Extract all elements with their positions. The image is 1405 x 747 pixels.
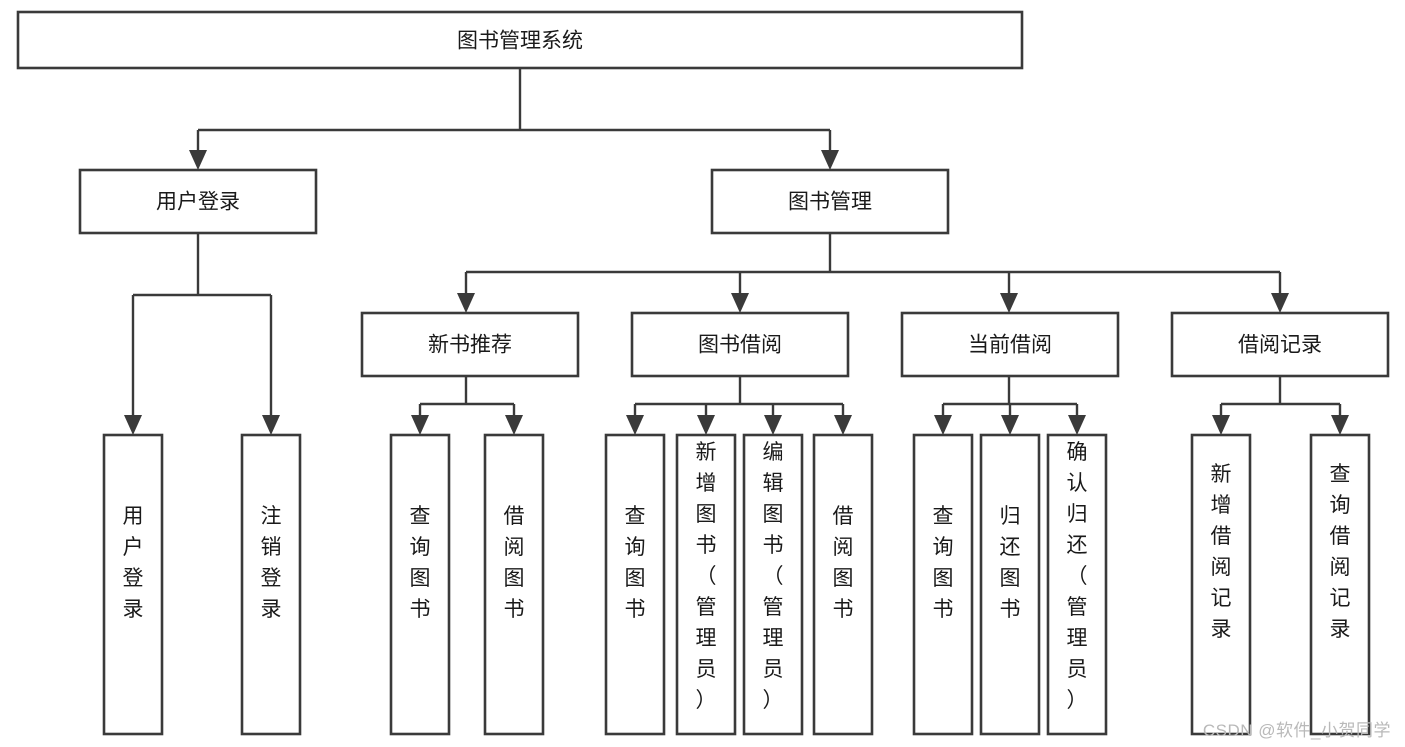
connector-layer	[124, 68, 1349, 435]
node-book-management-box[interactable]	[710, 168, 950, 235]
node-book-management-label: 图书管理	[788, 191, 872, 214]
leaf-book-borrow-action-label: 借阅图书	[833, 505, 854, 621]
node-book-management[interactable]: 图书管理	[710, 168, 950, 235]
leaf-add-borrow-record[interactable]: 新增借阅记录	[1190, 433, 1252, 736]
arrow-current-borrow-leaf-2	[1001, 415, 1019, 435]
node-book-borrow-label: 图书借阅	[698, 334, 782, 357]
node-book-borrow-box[interactable]	[630, 311, 850, 378]
leaf-return-book[interactable]: 归还图书	[979, 433, 1041, 736]
leaf-book-borrow-action[interactable]: 借阅图书	[812, 433, 874, 736]
node-user-login-label: 用户登录	[156, 191, 240, 214]
node-borrow-record[interactable]: 借阅记录	[1170, 311, 1390, 378]
node-borrow-record-label: 借阅记录	[1238, 334, 1322, 357]
leaf-book-edit-admin[interactable]: 编辑图书（管理员）	[742, 433, 804, 736]
arrow-book-borrow-leaf-3	[764, 415, 782, 435]
node-new-book-recommend[interactable]: 新书推荐	[360, 311, 580, 378]
leaf-book-add-admin[interactable]: 新增图书（管理员）	[675, 433, 737, 736]
node-new-book-recommend-label: 新书推荐	[428, 334, 512, 357]
leaf-return-book-label: 归还图书	[1000, 505, 1021, 621]
arrow-to-book-borrow	[731, 293, 749, 313]
leaf-book-borrow-query[interactable]: 查询图书	[604, 433, 666, 736]
leaf-user-login-1-label: 用户登录	[123, 505, 144, 621]
leaf-book-borrow-query-box[interactable]	[604, 433, 666, 736]
node-new-book-recommend-box[interactable]	[360, 311, 580, 378]
arrow-current-borrow-leaf-1	[934, 415, 952, 435]
leaf-confirm-return-admin-label: 确认归还（管理员）	[1067, 441, 1088, 712]
arrow-user-login-leaf-1	[124, 415, 142, 435]
leaf-new-book-borrow-label: 借阅图书	[504, 505, 525, 621]
leaf-book-edit-admin-box[interactable]	[742, 433, 804, 736]
node-current-borrow[interactable]: 当前借阅	[900, 311, 1120, 378]
node-root-box[interactable]	[16, 10, 1024, 70]
leaf-new-book-borrow-box[interactable]	[483, 433, 545, 736]
leaf-new-book-query[interactable]: 查询图书	[389, 433, 451, 736]
node-current-borrow-label: 当前借阅	[968, 334, 1052, 357]
arrow-book-borrow-leaf-2	[697, 415, 715, 435]
arrow-current-borrow-leaf-3	[1068, 415, 1086, 435]
leaf-return-book-box[interactable]	[979, 433, 1041, 736]
leaf-add-borrow-record-box[interactable]	[1190, 433, 1252, 736]
arrow-book-borrow-leaf-1	[626, 415, 644, 435]
leaf-add-borrow-record-label: 新增借阅记录	[1211, 463, 1232, 641]
arrow-to-user-login	[189, 150, 207, 170]
leaf-user-login-1-box[interactable]	[102, 433, 164, 736]
leaf-query-borrow-record[interactable]: 查询借阅记录	[1309, 433, 1371, 736]
arrow-user-login-leaf-2	[262, 415, 280, 435]
leaf-book-edit-admin-label: 编辑图书（管理员）	[763, 441, 784, 712]
leaf-book-borrow-query-label: 查询图书	[625, 505, 646, 621]
arrow-new-book-leaf-1	[411, 415, 429, 435]
arrow-borrow-record-leaf-2	[1331, 415, 1349, 435]
leaf-new-book-borrow[interactable]: 借阅图书	[483, 433, 545, 736]
arrow-borrow-record-leaf-1	[1212, 415, 1230, 435]
leaf-user-login-1[interactable]: 用户登录	[102, 433, 164, 736]
leaf-book-borrow-action-box[interactable]	[812, 433, 874, 736]
node-current-borrow-box[interactable]	[900, 311, 1120, 378]
node-borrow-record-box[interactable]	[1170, 311, 1390, 378]
leaf-confirm-return-admin[interactable]: 确认归还（管理员）	[1046, 433, 1108, 736]
leaf-user-logout-box[interactable]	[240, 433, 302, 736]
watermark: CSDN @软件_小贺同学	[1202, 721, 1391, 740]
leaf-new-book-query-box[interactable]	[389, 433, 451, 736]
node-book-borrow[interactable]: 图书借阅	[630, 311, 850, 378]
leaf-query-borrow-record-box[interactable]	[1309, 433, 1371, 736]
arrow-to-book-mgmt	[821, 150, 839, 170]
leaf-query-borrow-record-label: 查询借阅记录	[1330, 463, 1351, 641]
arrow-to-new-book	[457, 293, 475, 313]
node-user-login-box[interactable]	[78, 168, 318, 235]
leaf-current-query-box[interactable]	[912, 433, 974, 736]
arrow-book-borrow-leaf-4	[834, 415, 852, 435]
leaf-book-add-admin-box[interactable]	[675, 433, 737, 736]
node-root[interactable]: 图书管理系统	[16, 10, 1024, 70]
leaf-book-add-admin-label: 新增图书（管理员）	[696, 441, 717, 712]
node-user-login[interactable]: 用户登录	[78, 168, 318, 235]
node-root-label: 图书管理系统	[457, 30, 583, 53]
leaf-new-book-query-label: 查询图书	[410, 505, 431, 621]
leaf-user-logout[interactable]: 注销登录	[240, 433, 302, 736]
leaf-confirm-return-admin-box[interactable]	[1046, 433, 1108, 736]
leaf-current-query[interactable]: 查询图书	[912, 433, 974, 736]
arrow-new-book-leaf-2	[505, 415, 523, 435]
leaf-current-query-label: 查询图书	[933, 505, 954, 621]
arrow-to-borrow-record	[1271, 293, 1289, 313]
arrow-to-current-borrow	[1000, 293, 1018, 313]
leaf-user-logout-label: 注销登录	[261, 505, 282, 621]
